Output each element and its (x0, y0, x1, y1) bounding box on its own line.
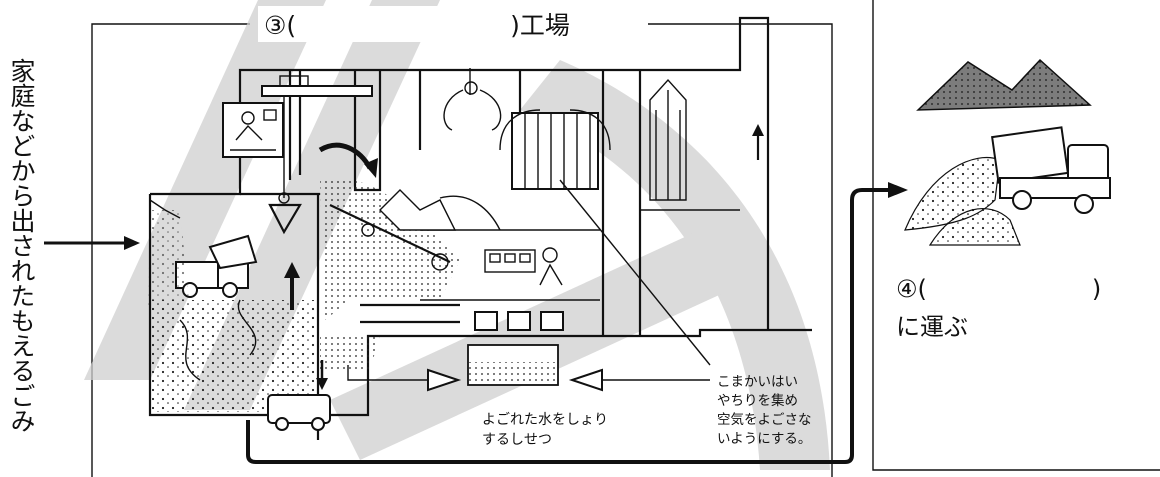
note-line: するしせつ (482, 432, 552, 448)
note-line: やちりを集め (717, 393, 798, 409)
wastewater-note: よごれた水をしょり するしせつ (482, 410, 608, 450)
control-room (484, 247, 563, 286)
ash-truck (267, 360, 331, 431)
landfill-frame (872, 0, 1160, 471)
ash-equipment (320, 303, 564, 370)
crane-operator-booth (222, 102, 284, 158)
dust-collector (499, 109, 611, 190)
label4-suffix: ) (1091, 275, 1102, 303)
title-suffix: )工場 (510, 11, 570, 40)
factory-frame (91, 23, 833, 477)
title-prefix: ③( (264, 11, 297, 40)
factory-title: ③( )工場 (258, 6, 576, 42)
note-line: よごれた水をしょり (482, 412, 608, 428)
crane (261, 75, 502, 235)
landfill-scene (904, 58, 1111, 246)
note-line: こまかいはい (717, 374, 798, 390)
label4-prefix: ④( (896, 275, 927, 303)
label4-line2: に運ぶ (896, 313, 968, 341)
incoming-arrow (44, 236, 140, 250)
chimney-stack (649, 78, 764, 201)
note-line: いようにする。 (717, 431, 812, 447)
left-label: 家庭などから出されたもえるごみ (7, 58, 36, 433)
garbage-truck-dumping (148, 199, 258, 310)
air-cleaning-note: こまかいはい やちりを集め 空気をよごさな いようにする。 (717, 373, 812, 449)
wastewater-tank (347, 344, 710, 392)
incinerator (320, 178, 501, 320)
note-line: 空気をよごさな (717, 412, 812, 428)
destination-label: ④() に運ぶ (896, 270, 1101, 346)
garbage-pit (152, 262, 315, 412)
ash-route-line (246, 188, 890, 464)
